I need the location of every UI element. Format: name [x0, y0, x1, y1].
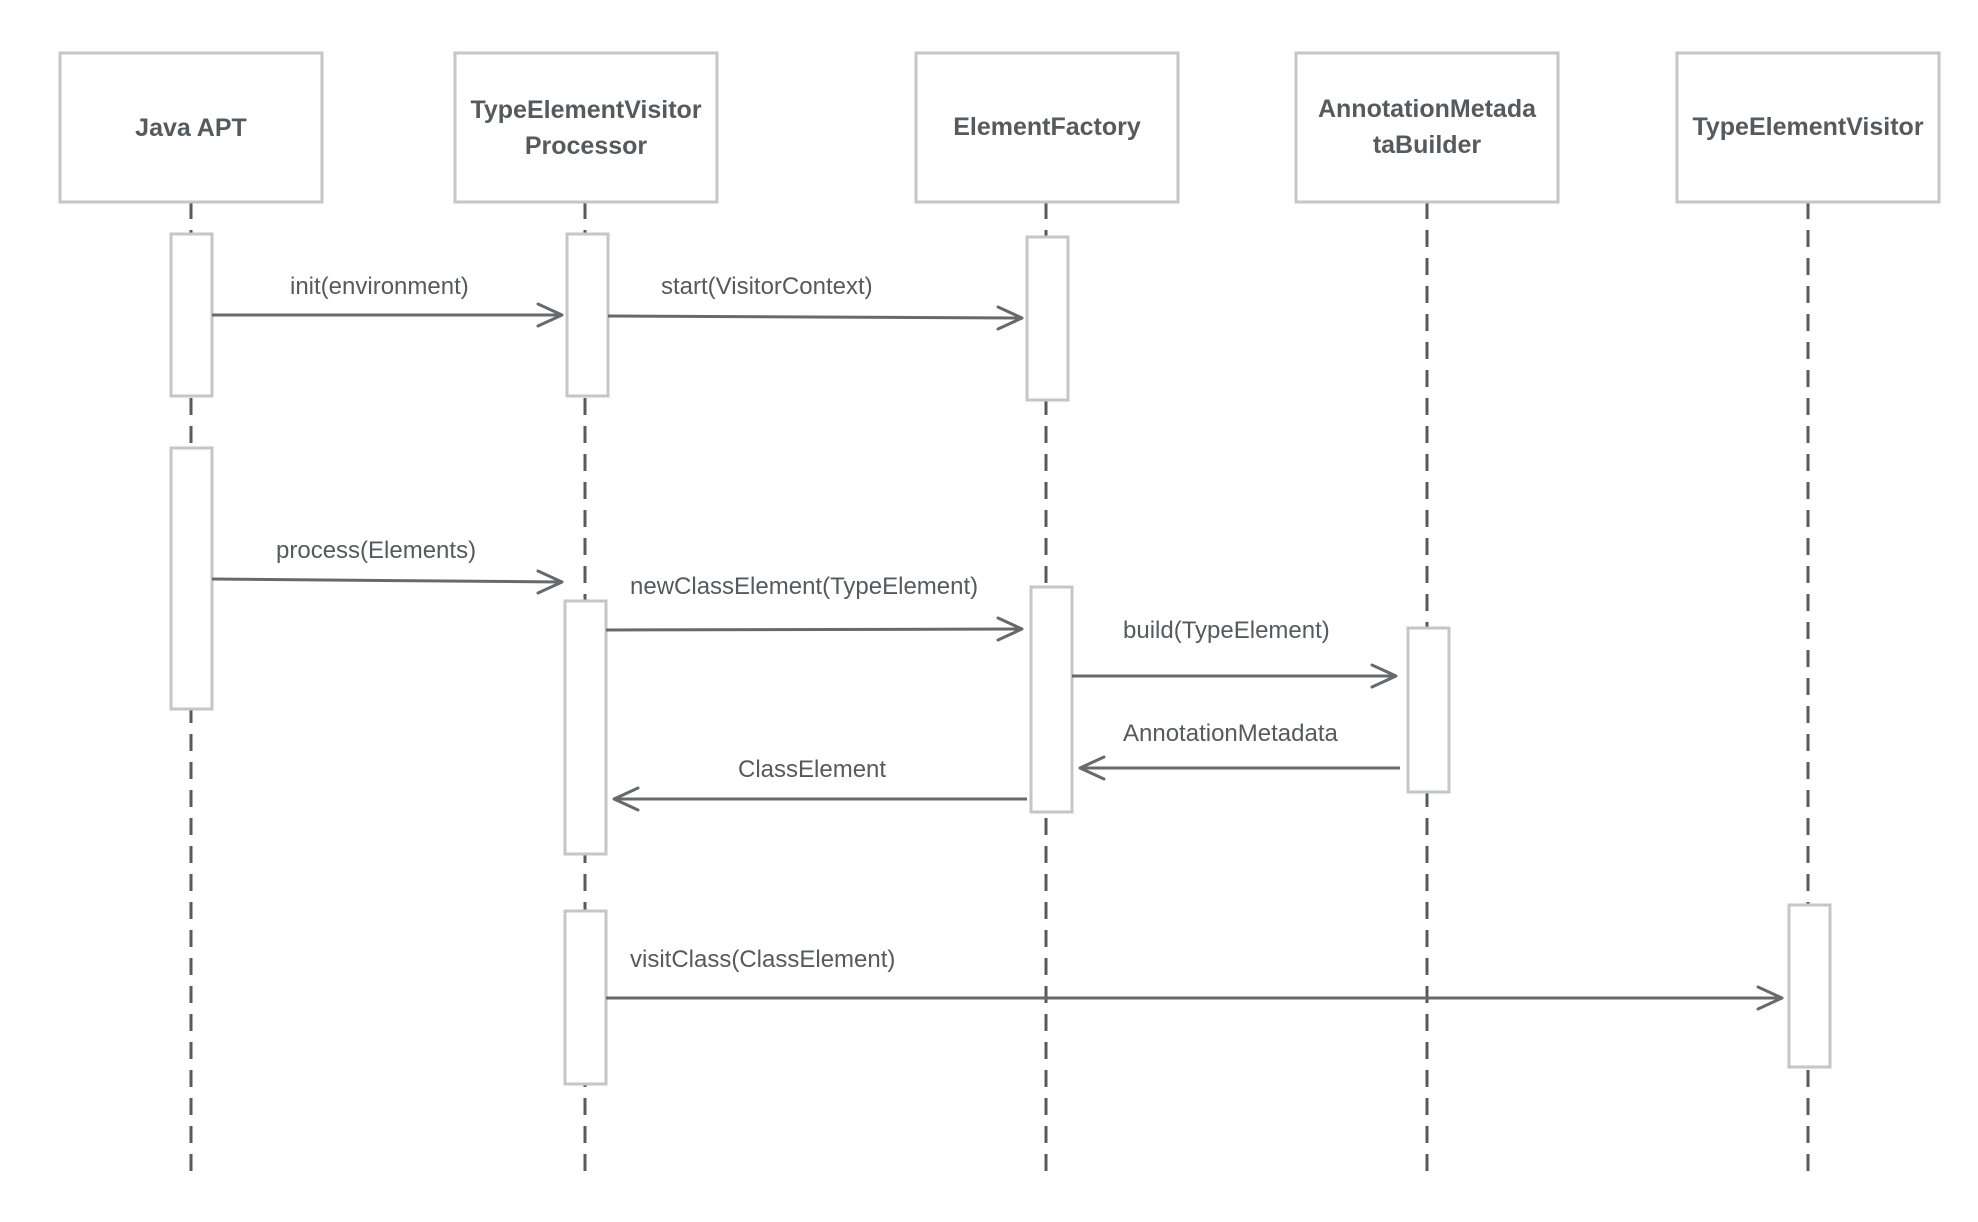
activation-bar-visitor-visit-class [1787, 903, 1832, 1069]
message-label: process(Elements) [276, 537, 476, 564]
message-label: AnnotationMetadata [1123, 720, 1338, 747]
arrowhead [996, 616, 1024, 642]
participant-box [1294, 51, 1560, 204]
participant-box [58, 51, 324, 204]
participant-type-element-visitor: TypeElementVisitor [1675, 51, 1941, 204]
message-init: init(environment) [212, 273, 564, 328]
activation-bar-processor-init [565, 232, 610, 398]
message-line [605, 627, 1023, 632]
participant-label: ElementFactory [953, 113, 1141, 141]
arrowhead [1078, 755, 1106, 781]
participant-label: Java APT [135, 114, 247, 142]
message-label: start(VisitorContext) [661, 273, 873, 300]
participant-type-element-visitor-processor: TypeElementVisitor Processor [453, 51, 719, 204]
activation-bar-java-apt-process [169, 446, 214, 711]
participant-label-line-1: AnnotationMetada [1318, 95, 1537, 123]
message-label: build(TypeElement) [1123, 617, 1330, 644]
message-label: visitClass(ClassElement) [630, 946, 895, 973]
message-new-class-element: newClassElement(TypeElement) [605, 573, 1024, 642]
participant-java-apt: Java APT [58, 51, 324, 204]
message-line [211, 577, 563, 584]
participant-label-line-1: TypeElementVisitor [470, 96, 701, 124]
message-start: start(VisitorContext) [607, 273, 1024, 331]
participant-label-line-2: Processor [525, 132, 648, 160]
activation-bar-builder-build [1406, 626, 1451, 794]
arrowhead [536, 302, 564, 328]
arrowhead [612, 786, 640, 812]
message-label: newClassElement(TypeElement) [630, 573, 978, 600]
message-visit-class: visitClass(ClassElement) [606, 946, 1784, 1011]
message-label: init(environment) [290, 273, 469, 300]
arrowhead [536, 569, 564, 595]
message-process: process(Elements) [211, 537, 564, 595]
message-build: build(TypeElement) [1072, 617, 1398, 689]
message-annotation-metadata: AnnotationMetadata [1078, 720, 1400, 781]
arrowhead [1756, 985, 1784, 1011]
participant-box [453, 51, 719, 204]
activation-bar-factory-new-class-element [1029, 585, 1074, 814]
activation-bar-processor-visit [563, 909, 608, 1086]
participant-label: TypeElementVisitor [1692, 113, 1923, 141]
participant-element-factory: ElementFactory [914, 51, 1180, 204]
message-label: ClassElement [738, 756, 886, 783]
message-class-element: ClassElement [612, 756, 1027, 812]
activation-bar-java-apt-init [169, 232, 214, 398]
participant-box [1675, 51, 1941, 204]
arrowhead [1370, 663, 1398, 689]
participant-label-line-2: taBuilder [1373, 131, 1482, 159]
message-line [607, 314, 1023, 320]
participant-annotation-metadata-builder: AnnotationMetada taBuilder [1294, 51, 1560, 204]
arrowhead [996, 305, 1024, 331]
activation-bar-processor-process [563, 599, 608, 856]
activation-bar-factory-start [1025, 235, 1070, 402]
participant-box [914, 51, 1180, 204]
